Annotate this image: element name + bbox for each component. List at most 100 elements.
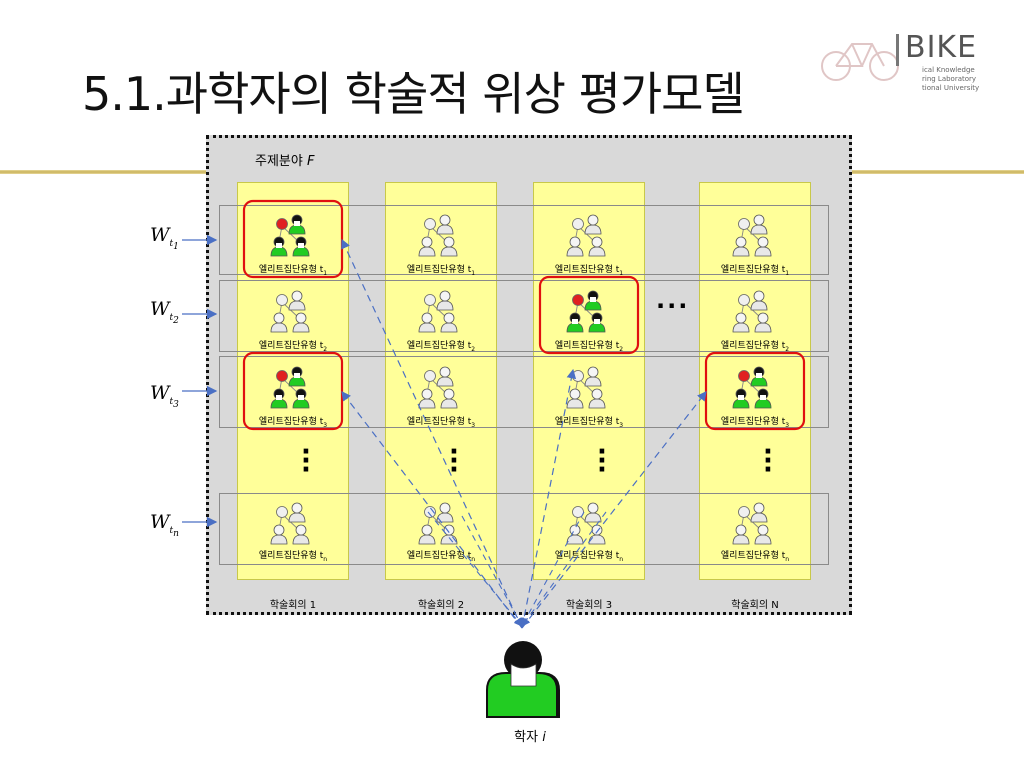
vertical-ellipsis: ··· — [301, 437, 311, 485]
dashed-link-arrow — [521, 391, 707, 629]
weight-label-t3: Wt3 — [150, 382, 179, 410]
vertical-ellipsis: ··· — [597, 437, 607, 485]
elite-group-cell — [418, 214, 458, 257]
title-rule-right — [852, 170, 1024, 174]
person-icon — [440, 236, 458, 257]
row-band-tn — [219, 493, 829, 565]
person-icon — [418, 312, 436, 333]
logo-brand: BIKE — [905, 30, 978, 65]
elite-group-cell — [270, 290, 310, 333]
elite-group-label: 엘리트집단유형 tn — [406, 551, 476, 563]
person-icon — [584, 502, 602, 523]
logo-subline: ical Knowledge — [922, 66, 975, 74]
person-icon — [440, 524, 458, 545]
elite-group-cell — [418, 502, 458, 545]
elite-group-label: 엘리트집단유형 t3 — [258, 417, 328, 429]
person-icon — [566, 388, 584, 409]
person-icon — [584, 214, 602, 235]
elite-group-cell — [270, 502, 310, 545]
person-icon — [588, 236, 606, 257]
person-icon — [436, 214, 454, 235]
conference-label: 학술회의 3 — [565, 600, 613, 611]
highlight-box — [242, 351, 344, 431]
node-icon — [276, 218, 288, 230]
person-icon — [270, 524, 288, 545]
dashed-link-arrow — [427, 511, 523, 627]
elite-group-label: 엘리트집단유형 t1 — [720, 265, 790, 277]
title-rule-left — [0, 170, 206, 174]
elite-group-label: 엘리트집단유형 tn — [554, 551, 624, 563]
elite-group-label: 엘리트집단유형 t1 — [258, 265, 328, 277]
person-icon — [288, 290, 306, 311]
elite-group-cell-highlighted — [538, 275, 640, 355]
person-icon — [754, 524, 772, 545]
subject-field-label: 주제분야 F — [255, 154, 315, 169]
person-icon — [288, 214, 306, 235]
person-icon — [750, 214, 768, 235]
elite-group-label: 엘리트집단유형 tn — [720, 551, 790, 563]
person-icon — [584, 366, 602, 387]
elite-group-label: 엘리트집단유형 tn — [258, 551, 328, 563]
person-icon — [288, 502, 306, 523]
node-icon — [424, 218, 436, 230]
dashed-link-arrow — [341, 391, 523, 629]
logo-subline: ring Laboratory — [922, 75, 977, 83]
row-band-t1 — [219, 205, 829, 275]
person-icon — [732, 388, 750, 409]
person-icon — [418, 524, 436, 545]
elite-group-label: 엘리트집단유형 t2 — [720, 341, 790, 353]
highlight-box — [704, 351, 806, 431]
person-icon — [292, 236, 310, 257]
scholar-icon — [486, 641, 560, 718]
elite-group-label: 엘리트집단유형 t2 — [258, 341, 328, 353]
weight-label-t2: Wt2 — [150, 298, 179, 326]
person-icon — [270, 312, 288, 333]
node-icon — [276, 370, 288, 382]
elite-group-cell-highlighted — [242, 199, 344, 279]
slide-title: 5.1.과학자의 학술적 위상 평가모델 — [82, 67, 745, 121]
person-icon — [750, 366, 768, 387]
person-icon — [566, 236, 584, 257]
dashed-link-arrow — [521, 368, 577, 629]
dashed-link-arrow — [461, 515, 523, 627]
elite-group-label: 엘리트집단유형 t2 — [554, 341, 624, 353]
elite-group-label: 엘리트집단유형 t3 — [406, 417, 476, 429]
elite-group-label: 엘리트집단유형 t3 — [554, 417, 624, 429]
node-icon — [738, 370, 750, 382]
elite-group-cell — [566, 366, 606, 409]
vertical-ellipsis: ··· — [449, 437, 459, 485]
person-icon — [754, 236, 772, 257]
person-icon — [584, 290, 602, 311]
elite-group-cell — [566, 214, 606, 257]
person-icon — [732, 312, 750, 333]
row-band-t3 — [219, 356, 829, 428]
person-icon — [440, 312, 458, 333]
person-icon — [270, 236, 288, 257]
elite-group-cell — [732, 290, 772, 333]
person-icon — [588, 388, 606, 409]
scholar-label: 학자 i — [514, 730, 546, 745]
elite-group-cell — [418, 366, 458, 409]
person-icon — [292, 524, 310, 545]
person-icon — [732, 236, 750, 257]
node-icon — [738, 294, 750, 306]
elite-group-cell-highlighted — [242, 351, 344, 431]
person-icon — [292, 388, 310, 409]
node-icon — [572, 294, 584, 306]
elite-group-cell-highlighted — [704, 351, 806, 431]
person-icon — [270, 388, 288, 409]
elite-group-cell — [566, 502, 606, 545]
highlight-box — [242, 199, 344, 279]
person-icon — [754, 312, 772, 333]
weight-label-t1: Wt1 — [150, 224, 179, 252]
person-icon — [440, 388, 458, 409]
person-icon — [732, 524, 750, 545]
elite-group-label: 엘리트집단유형 t3 — [720, 417, 790, 429]
person-icon — [418, 388, 436, 409]
person-icon — [288, 366, 306, 387]
logo-subline: tional University — [922, 84, 980, 92]
elite-group-label: 엘리트집단유형 t2 — [406, 341, 476, 353]
node-icon — [738, 218, 750, 230]
node-icon — [572, 218, 584, 230]
